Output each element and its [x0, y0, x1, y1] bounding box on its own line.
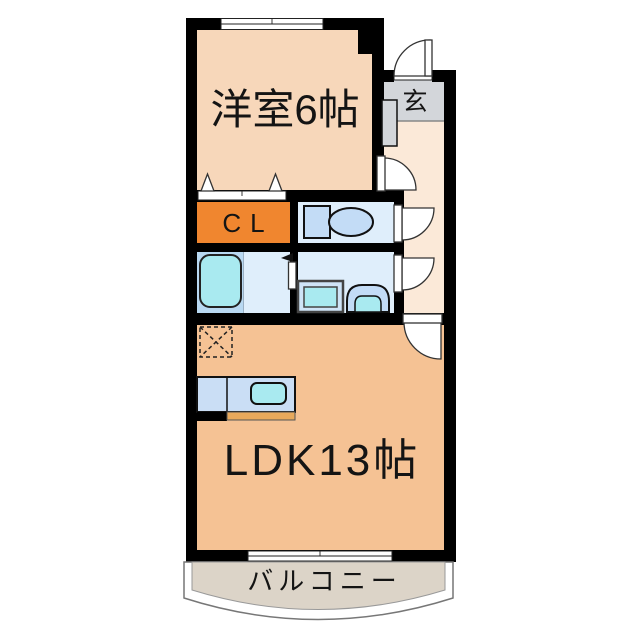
washroom-floor [298, 252, 394, 313]
wall-right [444, 70, 456, 562]
western-room-floor [197, 30, 372, 190]
wall-closet-toilet-divider [290, 202, 298, 243]
bathroom-tub-area-floor [197, 252, 244, 313]
wall-sanitary-right [394, 202, 404, 313]
toilet-room-floor [298, 202, 394, 243]
entrance-label: 玄 [402, 87, 428, 116]
closet-label: CL [222, 208, 274, 238]
wall-bath-washroom-divider [290, 252, 298, 313]
wall-bottom [186, 550, 456, 562]
wall-ldk-top [186, 313, 444, 325]
ldk-floor [197, 325, 444, 550]
wall-left [186, 18, 197, 562]
wall-mid-upper [186, 190, 404, 202]
balcony-label: バルコニー [247, 566, 402, 596]
wall-entry-left-stub [384, 70, 394, 82]
wall-western-room-right [372, 18, 384, 202]
closet-floor [197, 202, 290, 243]
bathroom-washing-area-floor [244, 252, 290, 313]
wall-mid-lower [186, 243, 404, 252]
western-room-label: 洋室6帖 [210, 86, 360, 133]
entry-door-icon [393, 39, 433, 81]
wall-top [186, 18, 384, 30]
ldk-label: LDK13帖 [223, 436, 421, 485]
